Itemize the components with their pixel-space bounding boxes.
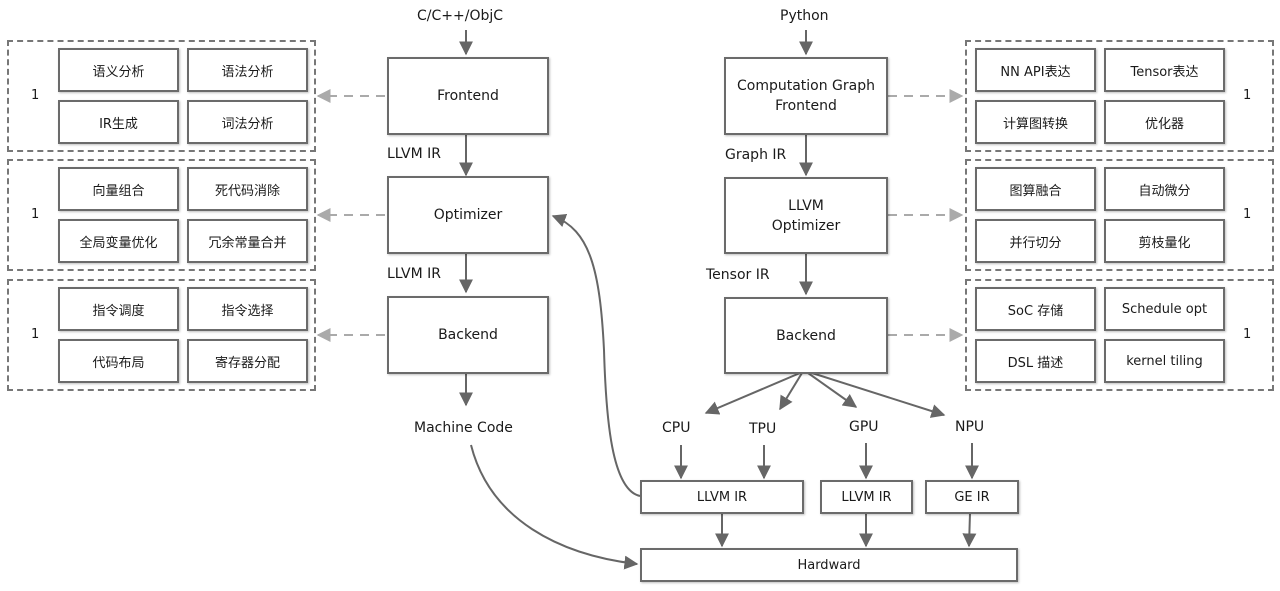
group-item: kernel tiling bbox=[1104, 339, 1225, 383]
group-item: 词法分析 bbox=[187, 100, 308, 144]
llvm-optimizer-box[interactable]: LLVM Optimizer bbox=[724, 177, 888, 254]
group-index: 1 bbox=[31, 88, 40, 103]
group-item: 指令选择 bbox=[187, 287, 308, 331]
optimizer-box[interactable]: Optimizer bbox=[387, 176, 549, 254]
group-item: 优化器 bbox=[1104, 100, 1225, 144]
group-item: 死代码消除 bbox=[187, 167, 308, 211]
arrow-backend-cpu bbox=[704, 372, 801, 415]
group-item: 代码布局 bbox=[58, 339, 179, 383]
computation-graph-frontend-box[interactable]: Computation Graph Frontend bbox=[724, 57, 888, 135]
frontend-detail-group: 1 语义分析 语法分析 IR生成 词法分析 bbox=[7, 40, 316, 152]
frontend-box[interactable]: Frontend bbox=[387, 57, 549, 135]
arrow-backend-gpu bbox=[807, 372, 858, 408]
group-item: SoC 存储 bbox=[975, 287, 1096, 331]
group-item: 并行切分 bbox=[975, 219, 1096, 263]
group-item: 向量组合 bbox=[58, 167, 179, 211]
edge-label-llvm-ir-2: LLVM IR bbox=[387, 266, 442, 282]
group-index: 1 bbox=[1243, 88, 1252, 103]
target-tpu: TPU bbox=[749, 421, 777, 437]
backend-2-detail-group: SoC 存储 Schedule opt DSL 描述 kernel tiling… bbox=[965, 279, 1274, 391]
llvm-ir-box[interactable]: LLVM IR bbox=[640, 480, 804, 514]
backend-box-2[interactable]: Backend bbox=[724, 297, 888, 374]
group-index: 1 bbox=[31, 207, 40, 222]
curve-machinecode-to-hardware bbox=[470, 444, 639, 570]
group-item: 语法分析 bbox=[187, 48, 308, 92]
group-item: 寄存器分配 bbox=[187, 339, 308, 383]
cg-frontend-detail-group: NN API表达 Tensor表达 计算图转换 优化器 1 bbox=[965, 40, 1274, 152]
group-item: 冗余常量合并 bbox=[187, 219, 308, 263]
backend-box[interactable]: Backend bbox=[387, 296, 549, 374]
arrow-geir-hardware bbox=[962, 512, 977, 548]
arrow-backend-tpu bbox=[779, 372, 803, 411]
group-item: 指令调度 bbox=[58, 287, 179, 331]
group-item: Schedule opt bbox=[1104, 287, 1225, 331]
group-item: NN API表达 bbox=[975, 48, 1096, 92]
edge-label-tensor-ir: Tensor IR bbox=[706, 267, 770, 283]
llvm-ir-box-2[interactable]: LLVM IR bbox=[820, 480, 913, 514]
edge-label-graph-ir: Graph IR bbox=[725, 147, 787, 163]
curve-llvmir-to-optimizer bbox=[551, 213, 641, 497]
group-index: 1 bbox=[1243, 207, 1252, 222]
group-item: 图算融合 bbox=[975, 167, 1096, 211]
group-item: 计算图转换 bbox=[975, 100, 1096, 144]
backend-detail-group: 1 指令调度 指令选择 代码布局 寄存器分配 bbox=[7, 279, 316, 391]
group-item: 全局变量优化 bbox=[58, 219, 179, 263]
arrow-backend-npu bbox=[811, 372, 946, 418]
target-npu: NPU bbox=[955, 419, 985, 435]
target-gpu: GPU bbox=[849, 419, 879, 435]
group-item: Tensor表达 bbox=[1104, 48, 1225, 92]
group-item: IR生成 bbox=[58, 100, 179, 144]
machine-code-label: Machine Code bbox=[414, 420, 513, 436]
input-label-python: Python bbox=[780, 8, 829, 24]
edge-label-llvm-ir-1: LLVM IR bbox=[387, 146, 442, 162]
group-index: 1 bbox=[1243, 327, 1252, 342]
target-cpu: CPU bbox=[662, 420, 691, 436]
group-item: 自动微分 bbox=[1104, 167, 1225, 211]
group-item: 语义分析 bbox=[58, 48, 179, 92]
llvm-optimizer-detail-group: 图算融合 自动微分 并行切分 剪枝量化 1 bbox=[965, 159, 1274, 271]
group-item: DSL 描述 bbox=[975, 339, 1096, 383]
optimizer-detail-group: 1 向量组合 死代码消除 全局变量优化 冗余常量合并 bbox=[7, 159, 316, 271]
input-label-c: C/C++/ObjC bbox=[417, 8, 504, 24]
ge-ir-box[interactable]: GE IR bbox=[925, 480, 1019, 514]
group-item: 剪枝量化 bbox=[1104, 219, 1225, 263]
hardware-box[interactable]: Hardward bbox=[640, 548, 1018, 582]
group-index: 1 bbox=[31, 327, 40, 342]
